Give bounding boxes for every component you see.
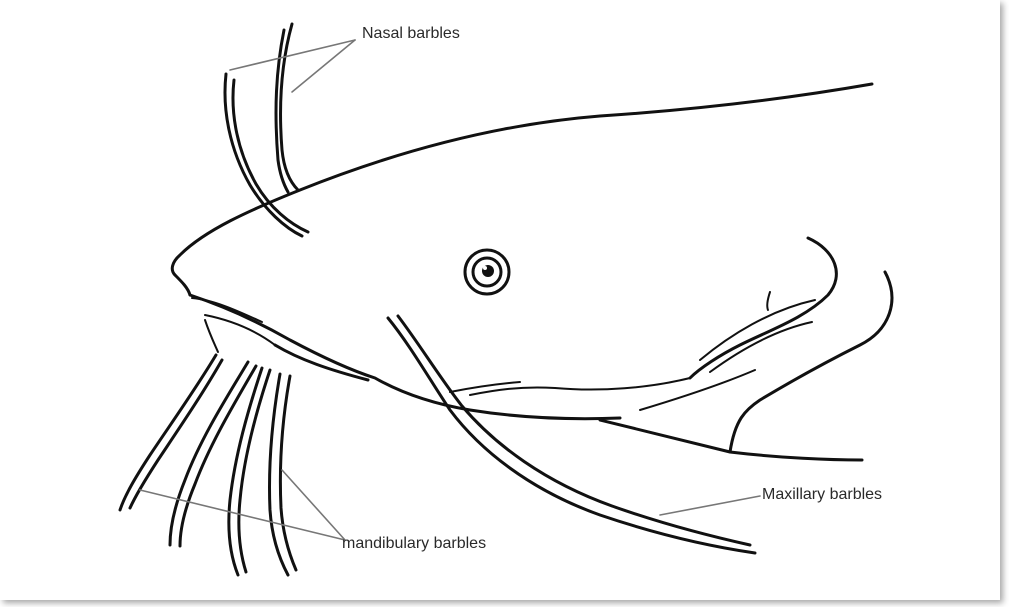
mandibulary-barbel-3 xyxy=(229,368,262,575)
nasal-barbel-2 xyxy=(225,74,302,236)
mandibulary-barbel-1 xyxy=(120,355,216,510)
pectoral-ray-2 xyxy=(767,292,770,310)
throat-outline xyxy=(275,345,368,380)
gill-line-2 xyxy=(450,382,520,392)
maxillary-barbel xyxy=(388,316,755,553)
pectoral-ray-3 xyxy=(640,370,755,410)
jaw-dash xyxy=(205,315,275,345)
gill-line xyxy=(470,378,690,395)
chin-line xyxy=(205,320,218,352)
snout-outline xyxy=(175,275,190,295)
nasal-barbel-2-inner xyxy=(233,80,308,232)
lower-jaw-outline xyxy=(190,295,620,419)
pectoral-spine xyxy=(700,300,815,360)
diagram-frame: Nasal barbles Maxillary barbles mandibul… xyxy=(0,0,1000,600)
mandibulary-barbel-4-inner xyxy=(280,376,296,570)
mandibulary-barbels xyxy=(120,355,296,575)
mandibulary-barbel-1-inner xyxy=(130,360,222,508)
mandibulary-barbles-label: mandibulary barbles xyxy=(342,535,486,552)
maxillary-barbel-inner xyxy=(398,316,750,545)
maxillary-barbel-outer xyxy=(388,318,755,553)
maxillary-leader xyxy=(660,496,760,515)
eye-highlight xyxy=(483,266,487,270)
nasal-barbles-label: Nasal barbles xyxy=(362,25,460,42)
catfish-head-diagram: Nasal barbles Maxillary barbles mandibul… xyxy=(0,0,1000,600)
pectoral-fin xyxy=(730,272,892,452)
maxillary-barbles-label: Maxillary barbles xyxy=(762,486,882,503)
eye xyxy=(465,250,509,294)
mandibulary-leader-2 xyxy=(282,470,345,540)
nasal-barbel-1 xyxy=(280,24,298,190)
labels: Nasal barbles Maxillary barbles mandibul… xyxy=(342,25,882,552)
operculum-outline xyxy=(690,238,836,378)
mandibulary-barbel-3-inner xyxy=(239,370,270,572)
pectoral-ray-1 xyxy=(710,322,812,372)
